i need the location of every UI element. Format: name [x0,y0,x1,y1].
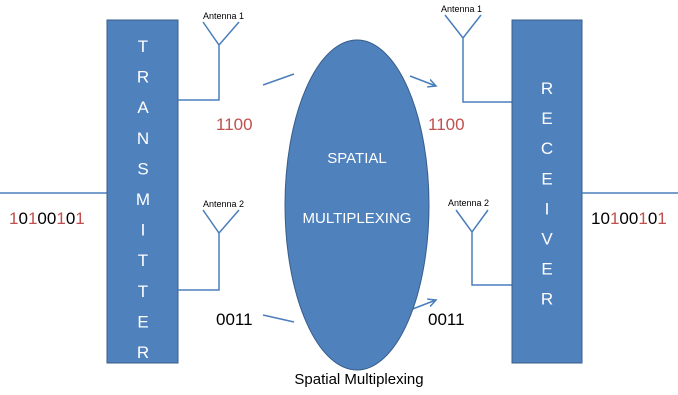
receiver-letter: R [541,79,553,98]
transmitter-letter: R [137,68,149,87]
rx-antenna-2-icon [455,209,512,286]
bit-digit: 0 [619,209,628,228]
transmitter-letter: S [137,159,148,178]
tx-antenna-2-icon [178,209,240,291]
transmitter-letter: R [137,343,149,362]
bit-digit: 1 [638,209,647,228]
rx-antenna-1-icon [444,14,512,103]
ellipse-label-line2: MULTIPLEXING [303,210,412,227]
bit-digit: 1 [591,209,600,228]
transmitter-letter: T [138,251,148,270]
bit-digit: 1 [9,209,18,228]
ellipse-label-line1: SPATIAL [327,150,386,167]
input-bit-string: 10100101 [9,209,85,228]
rx-antenna-2-label: Antenna 2 [448,198,489,208]
bit-digit: 1 [28,209,37,228]
rx-upper-arrow [409,75,436,86]
tx-antenna-1-icon [178,21,240,101]
bit-digit: 0 [18,209,27,228]
tx-upper-arrow [262,73,295,86]
receiver-letter: E [541,169,552,188]
receiver-letter: C [541,139,553,158]
bit-digit: 1 [657,209,666,228]
transmitter-letter: N [137,129,149,148]
tx-upper-stream: 1100 [216,115,253,134]
tx-antenna-1-label: Antenna 1 [203,11,244,21]
bit-digit: 0 [47,209,56,228]
receiver-letter: R [541,290,553,309]
rx-lower-arrow [409,300,436,311]
receiver-letter: I [545,199,550,218]
tx-antenna-2-label: Antenna 2 [203,199,244,209]
receiver-letter: E [541,109,552,128]
transmitter-letter: E [137,312,148,331]
bit-digit: 1 [610,209,619,228]
rx-upper-stream: 1100 [428,115,465,134]
transmitter-letter: T [138,37,148,56]
transmitter-letter: I [141,221,146,240]
bit-digit: 1 [56,209,65,228]
transmitter-letter: A [137,98,149,117]
diagram-caption: Spatial Multiplexing [294,371,423,388]
bit-digit: 0 [66,209,75,228]
bit-digit: 0 [37,209,46,228]
tx-lower-stream: 0011 [216,310,253,329]
receiver-block [511,19,583,364]
tx-lower-arrow [262,314,295,323]
rx-antenna-1-label: Antenna 1 [441,4,482,14]
receiver-letter: V [541,230,553,249]
bit-digit: 1 [75,209,84,228]
bit-digit: 0 [629,209,638,228]
transmitter-letter: T [138,282,148,301]
bit-digit: 0 [600,209,609,228]
transmitter-block [106,19,179,364]
rx-lower-stream: 0011 [428,310,465,329]
receiver-letter: E [541,260,552,279]
transmitter-letter: M [136,190,150,209]
spatial-multiplexing-ellipse [284,39,430,371]
output-bit-string: 10100101 [591,209,667,228]
bit-digit: 0 [648,209,657,228]
